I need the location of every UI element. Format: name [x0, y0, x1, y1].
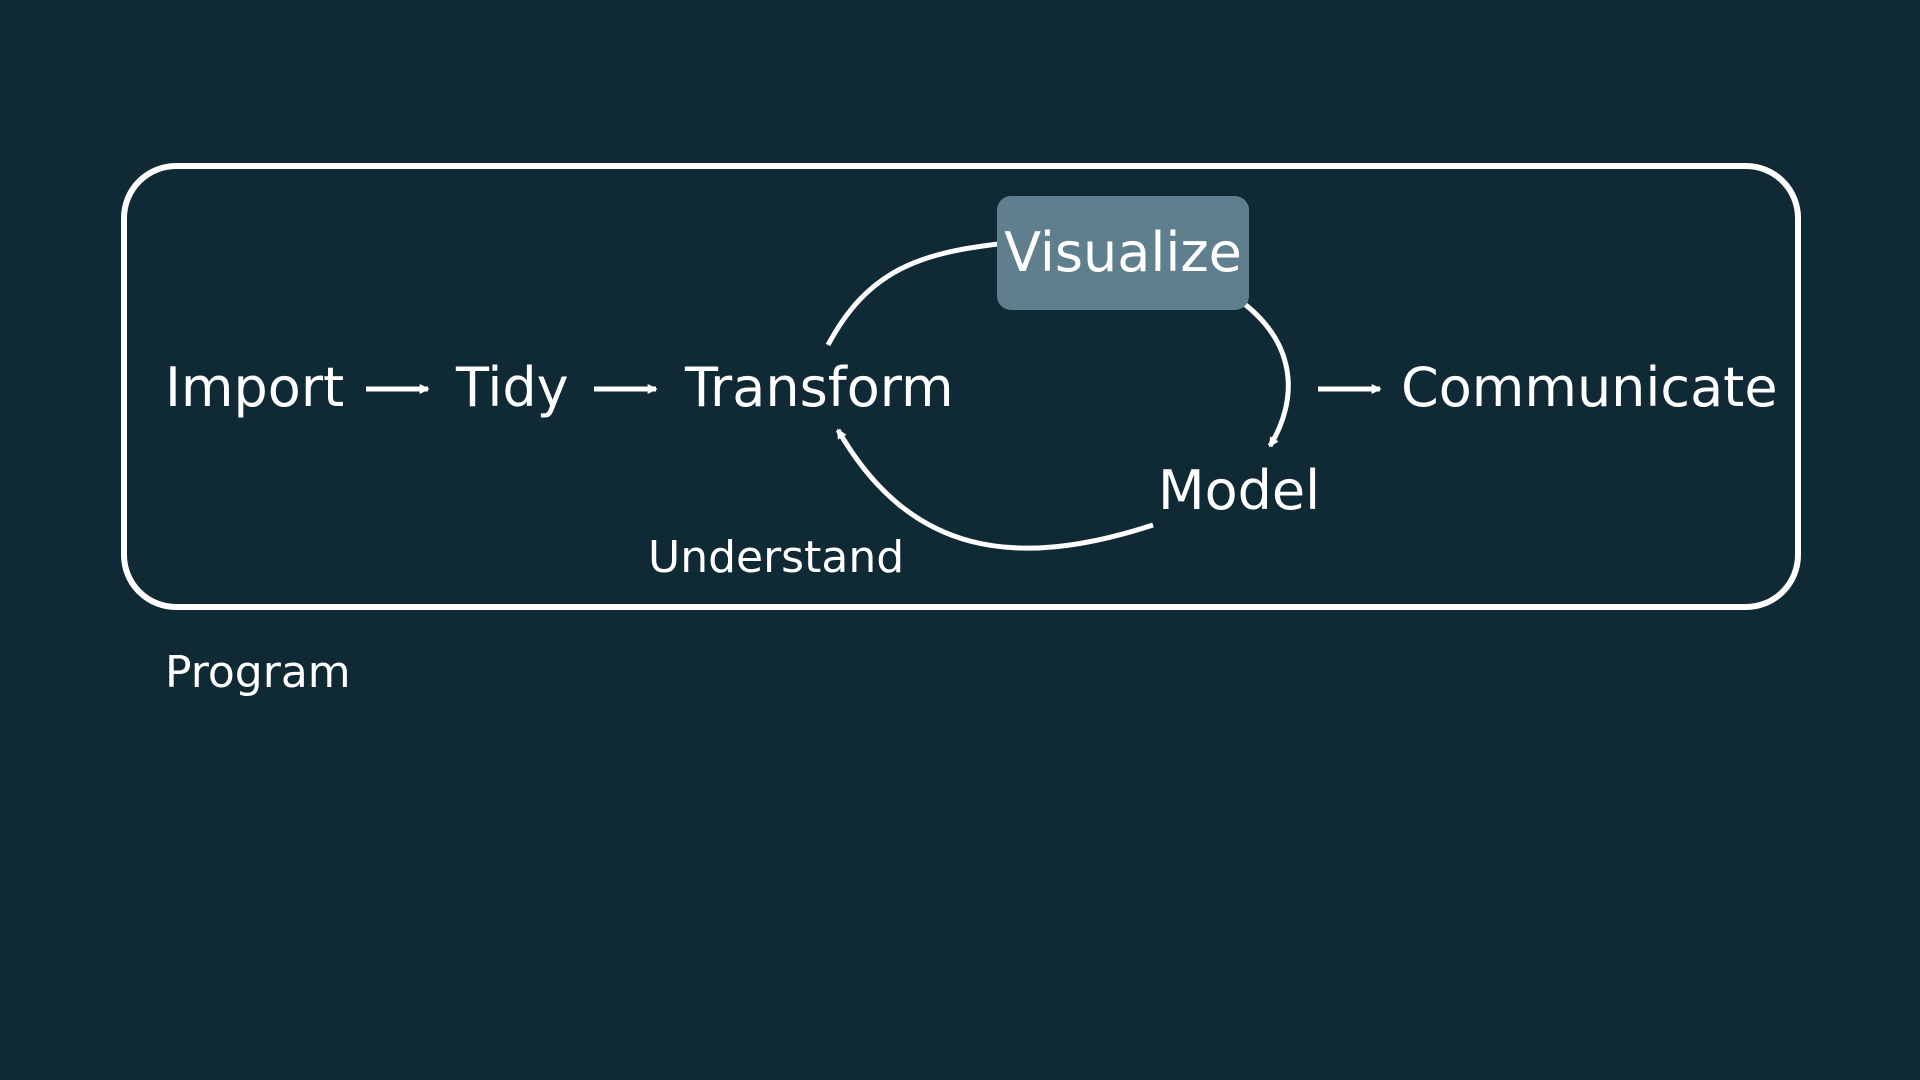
- communicate-node: Communicate: [1401, 356, 1778, 419]
- program-label: Program: [165, 647, 351, 698]
- visualize-node-highlight: Visualize: [997, 196, 1249, 310]
- arrow-model-to-transform: [835, 428, 1154, 551]
- visualize-node: Visualize: [1004, 221, 1242, 284]
- arrow-visualize-to-model: [1230, 292, 1291, 448]
- program-frame: [121, 163, 1801, 610]
- model-node: Model: [1158, 459, 1321, 522]
- transform-node: Transform: [685, 356, 954, 419]
- understand-label: Understand: [648, 532, 905, 583]
- tidy-node: Tidy: [456, 356, 569, 419]
- arrow-transform-to-visualize: [825, 238, 1010, 347]
- import-node: Import: [165, 356, 345, 419]
